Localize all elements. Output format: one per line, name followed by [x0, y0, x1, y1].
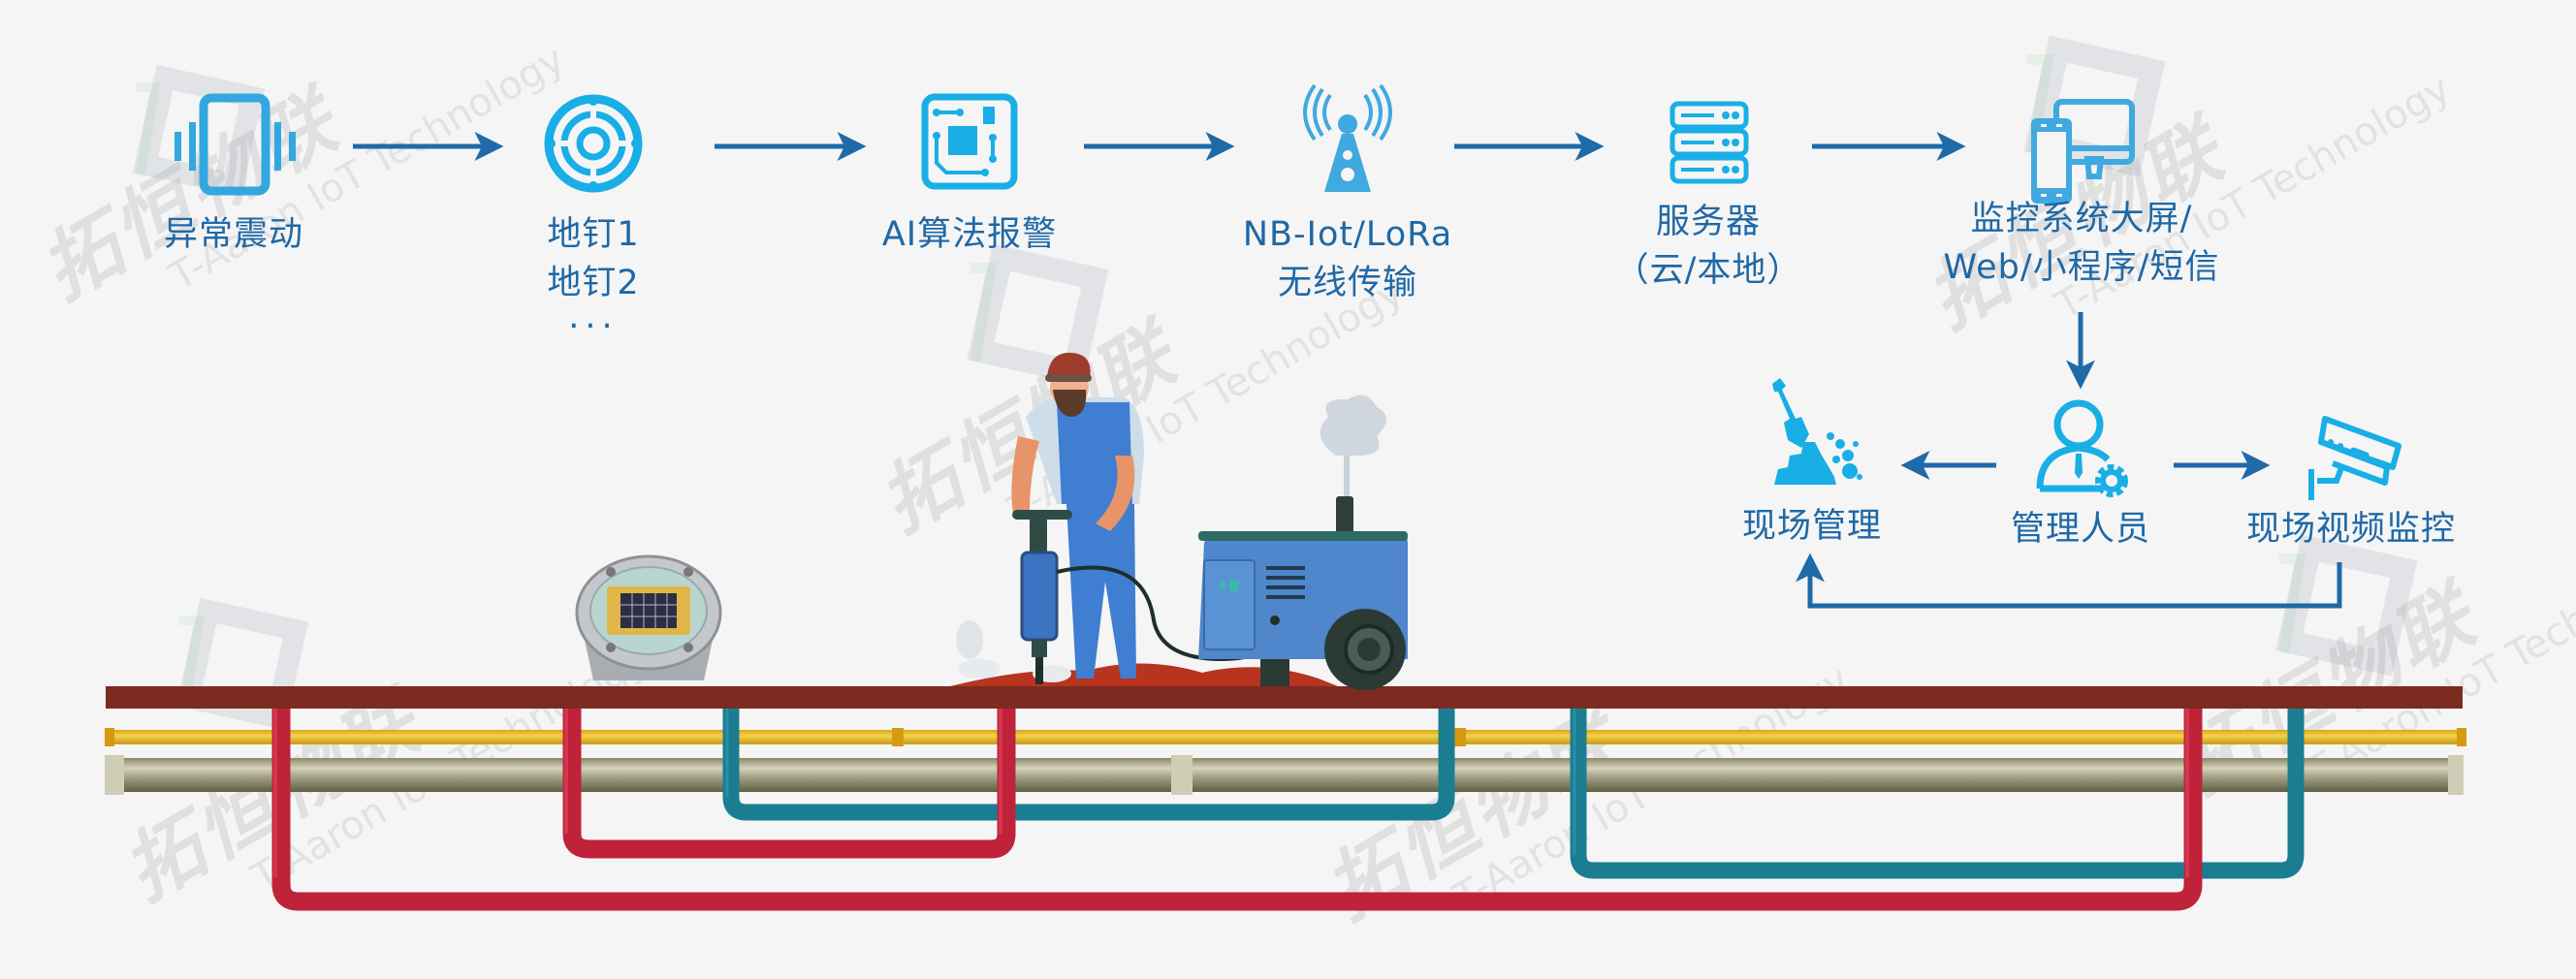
label-site-management: 现场管理 — [1741, 507, 1883, 546]
label-ai: AI算法报警 — [882, 210, 1057, 259]
label-line: 监控系统大屏/ — [1970, 200, 2193, 238]
label-line: AI算法报警 — [881, 215, 1058, 254]
ground-stud-target-icon — [544, 94, 643, 193]
label-line: 地钉1 — [547, 215, 640, 254]
label-video-monitoring: 现场视频监控 — [2245, 510, 2457, 549]
server-rack-icon — [1670, 101, 1749, 184]
label-ground-stud: 地钉1 地钉2 ··· — [547, 210, 639, 346]
worker-with-jackhammer — [956, 352, 1282, 684]
label-vibration: 异常震动 — [164, 210, 303, 259]
red-pipe-2 — [562, 708, 1016, 859]
manager-gear-icon — [2036, 399, 2128, 497]
teal-pipe-2 — [1570, 708, 2305, 879]
teal-pipe-1 — [722, 708, 1455, 821]
label-line: NB-Iot/LoRa — [1242, 215, 1453, 254]
label-display: 监控系统大屏/ Web/小程序/短信 — [1944, 195, 2220, 292]
label-wireless: NB-Iot/LoRa 无线传输 — [1243, 210, 1452, 307]
shovel-dirt-icon — [1772, 378, 1862, 485]
signal-tower-icon — [1303, 83, 1392, 192]
label-line: 异常震动 — [163, 215, 304, 254]
flow-arrows — [353, 132, 2342, 609]
label-server: 服务器 （云/本地） — [1615, 198, 1802, 295]
solar-ground-stud — [575, 554, 722, 680]
circuit-chip-icon — [921, 93, 1018, 190]
logo-watermark-shape — [132, 64, 266, 198]
air-compressor — [1198, 395, 1408, 690]
phone-monitor-icon — [2031, 99, 2135, 204]
label-line: 无线传输 — [1277, 264, 1417, 302]
red-pipe-1 — [271, 708, 2203, 911]
cctv-camera-icon — [2308, 416, 2401, 500]
label-line: ··· — [568, 307, 619, 346]
label-line: 服务器 — [1655, 203, 1762, 241]
vibrating-phone-icon — [175, 93, 296, 196]
road-surface — [106, 686, 2463, 709]
label-line: Web/小程序/短信 — [1943, 248, 2220, 287]
logo-watermark-shape — [2275, 534, 2418, 677]
label-line: 地钉2 — [547, 264, 640, 302]
gray-pipe — [109, 758, 2460, 792]
label-line: （云/本地） — [1614, 251, 1802, 290]
yellow-pipe — [109, 730, 2463, 744]
return-arrow-video-to-site — [1796, 553, 2342, 609]
label-manager: 管理人员 — [2010, 510, 2151, 549]
